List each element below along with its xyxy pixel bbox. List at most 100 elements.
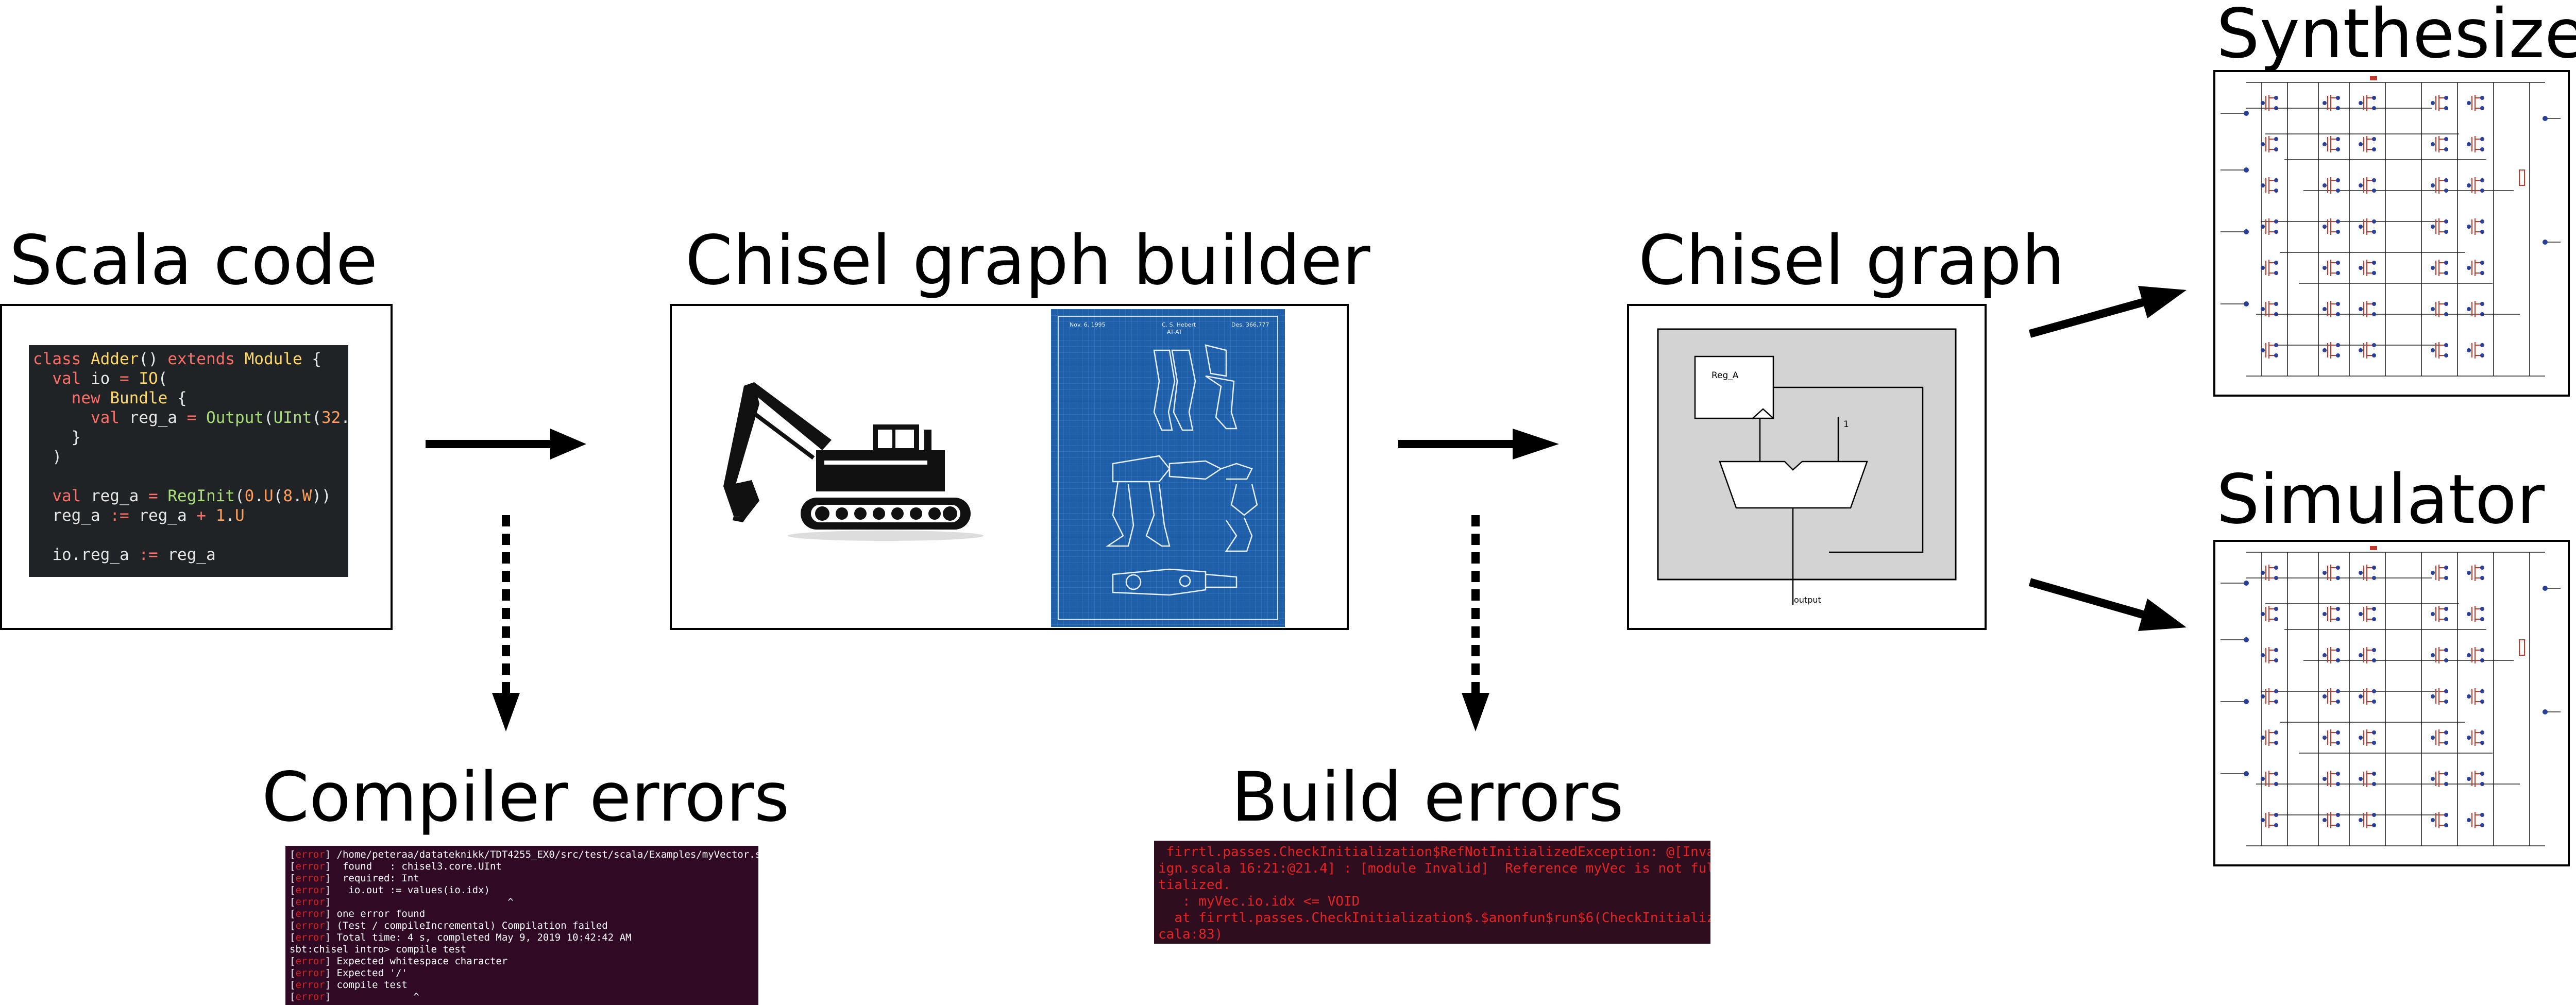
terminal-line: [error] io.out := values(io.idx): [290, 884, 490, 896]
code-token: (): [139, 350, 168, 368]
terminal-text: /home/peteraa/datateknikk/TDT4255_EX0/sr…: [336, 849, 758, 860]
register-label: Reg_A: [1711, 370, 1739, 381]
code-token: val: [33, 487, 91, 505]
terminal-line: [error] (Test / compileIncremental) Comp…: [290, 920, 608, 931]
title-simulator: Simulator: [2216, 460, 2545, 539]
code-token: ): [33, 448, 62, 466]
arrowhead-graph-to-simulator: [2138, 599, 2187, 631]
compiler-error-terminal: [error] /home/peteraa/datateknikk/TDT425…: [285, 846, 758, 1005]
terminal-line: [error] found : chisel3.core.UInt: [290, 861, 502, 872]
code-token: Module: [244, 350, 302, 368]
terminal-error-tag: error: [295, 932, 325, 943]
terminal-text: sbt:chisel intro> compile test: [290, 944, 467, 955]
terminal-text: compile test: [331, 979, 408, 991]
title-compiler-errors: Compiler errors: [262, 758, 790, 837]
simulator-schematic: [2221, 546, 2561, 846]
terminal-error-tag: error: [295, 849, 325, 860]
terminal-line: sbt:chisel intro> compile test: [290, 944, 754, 956]
code-line: val reg_a = RegInit(0.U(8.W)): [33, 486, 344, 506]
constant-label: 1: [1843, 419, 1849, 430]
scala-code-frame: class Adder() extends Module { val io = …: [0, 304, 393, 630]
chisel-graph-builder-frame: Nov. 6, 1995 C. S. Hebert AT-AT Des. 366…: [670, 304, 1349, 630]
build-error-output: firrtl.passes.CheckInitialization$RefNot…: [1154, 841, 1710, 944]
terminal-text: io.out := values(io.idx): [331, 884, 490, 896]
code-token: new: [33, 389, 110, 407]
code-token: class: [33, 350, 91, 368]
code-token: Output: [206, 408, 264, 427]
code-line: class Adder() extends Module {: [33, 349, 344, 369]
terminal-error-tag: error: [295, 873, 325, 884]
arrowhead-compiler-errors: [492, 693, 520, 731]
build-error-line: cala:83): [1158, 927, 1223, 942]
arrow-graph-to-synthesizer: [2028, 297, 2148, 338]
arrowhead-builder-to-graph: [1513, 429, 1559, 459]
code-token: reg_a: [129, 408, 177, 427]
code-token: W: [302, 487, 312, 505]
title-build-errors: Build errors: [1231, 758, 1624, 837]
arrowhead-build-errors: [1462, 693, 1489, 731]
code-token: RegInit: [167, 487, 235, 505]
arrow-graph-to-simulator: [2028, 578, 2148, 620]
code-token: val: [33, 408, 129, 427]
terminal-error-tag: error: [295, 861, 325, 872]
build-error-line: : myVec.io.idx <= VOID: [1158, 894, 1360, 909]
code-token: U: [234, 506, 245, 525]
code-token: =: [110, 369, 139, 388]
chisel-graph-diagram: Reg_A 1 output: [1657, 328, 1957, 605]
code-token: U: [263, 487, 274, 505]
code-token: UInt: [273, 408, 312, 427]
terminal-error-tag: error: [295, 991, 325, 1002]
code-token: =: [139, 487, 168, 505]
code-line: }: [33, 428, 344, 447]
code-token: reg_a: [90, 487, 139, 505]
blueprint-model: AT-AT: [1167, 329, 1182, 335]
build-error-line: firrtl.passes.CheckInitialization$RefNot…: [1158, 844, 1710, 860]
code-token: Bundle: [110, 389, 168, 407]
code-token: reg_a: [33, 506, 100, 525]
code-token: 32: [321, 408, 341, 427]
terminal-line: [error] ^: [290, 896, 514, 908]
code-token: .: [341, 408, 348, 427]
excavator-illustration: [723, 382, 984, 541]
code-line: ): [33, 447, 344, 467]
code-token: (: [263, 408, 274, 427]
code-token: io: [90, 369, 110, 388]
code-token: .: [254, 487, 264, 505]
build-error-line: ign.scala 16:21:@21.4] : [module Invalid…: [1158, 861, 1710, 876]
code-token: reg_a: [139, 506, 187, 525]
code-token: +: [187, 506, 216, 525]
code-token: 8: [283, 487, 293, 505]
terminal-text: ^: [331, 991, 419, 1002]
terminal-error-tag: error: [295, 896, 325, 908]
terminal-line: [error] ^: [290, 991, 419, 1002]
output-label: output: [1794, 595, 1821, 605]
code-token: extends: [167, 350, 245, 368]
terminal-line: [error] compile test: [290, 979, 408, 991]
terminal-line: [error] Expected whitespace character: [290, 956, 508, 967]
blueprint-inventor: C. S. Hebert: [1162, 321, 1196, 328]
terminal-text: Total time: 4 s, completed May 9, 2019 1…: [331, 932, 632, 943]
terminal-text: one error found: [331, 908, 426, 919]
code-token: IO: [139, 369, 158, 388]
code-token: )): [312, 487, 331, 505]
code-token: :=: [129, 546, 168, 564]
code-token: reg_a: [81, 546, 129, 564]
code-token: (: [234, 487, 245, 505]
code-line: val io = IO(: [33, 369, 344, 388]
code-token: .: [71, 546, 81, 564]
code-token: {: [302, 350, 321, 368]
terminal-text: required: Int: [331, 873, 419, 884]
terminal-line: [error] one error found: [290, 908, 426, 919]
arrowhead-code-to-builder: [550, 429, 586, 459]
blueprint-poster: Nov. 6, 1995 C. S. Hebert AT-AT Des. 366…: [1051, 309, 1285, 627]
title-scala-code: Scala code: [9, 221, 378, 300]
chisel-graph-frame: Reg_A 1 output: [1627, 304, 1987, 630]
terminal-error-tag: error: [295, 884, 325, 896]
code-token: reg_a: [167, 546, 216, 564]
terminal-text: (Test / compileIncremental) Compilation …: [331, 920, 608, 931]
arrowhead-graph-to-synthesizer: [2138, 286, 2187, 318]
code-token: {: [167, 389, 187, 407]
code-token: io: [33, 546, 72, 564]
synthesizer-frame: [2213, 70, 2570, 397]
